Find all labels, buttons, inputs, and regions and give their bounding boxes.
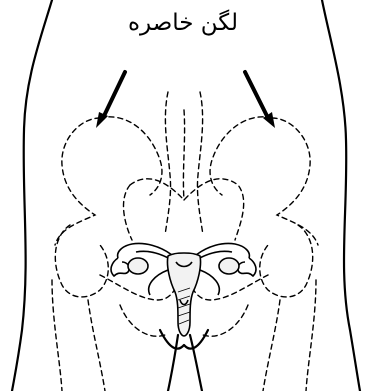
pubis-left	[100, 275, 178, 300]
hip-left	[55, 225, 108, 297]
broad-ligament-right	[200, 270, 219, 295]
femur-left	[88, 300, 105, 391]
iliac-wing-right	[272, 118, 318, 245]
obturator-left	[120, 305, 165, 336]
body-outline-left	[12, 0, 52, 391]
iliac-wing-left-upper	[100, 117, 162, 195]
hip-right	[260, 225, 313, 297]
femur-left-outer	[52, 280, 62, 391]
sacrum-mid	[183, 110, 184, 200]
ovary-left	[128, 258, 148, 274]
sacrum-right	[197, 92, 203, 235]
broad-ligament-left	[149, 270, 168, 295]
pubis-right	[190, 275, 268, 300]
pelvic-inlet-left	[124, 185, 132, 240]
uterus-body	[167, 253, 200, 336]
femur-right	[263, 300, 280, 391]
pelvic-inlet	[130, 179, 244, 240]
iliac-wing-right-upper	[210, 117, 272, 195]
body-outline-right	[322, 0, 360, 391]
ovary-right	[219, 258, 239, 274]
iliac-wing-left	[55, 118, 100, 245]
obturator-right	[203, 305, 248, 336]
femur-right-outer	[306, 280, 316, 391]
pelvis-label: لگن خاصره	[0, 8, 366, 38]
fimbriae-left	[111, 258, 129, 276]
sacrum-left	[165, 92, 171, 235]
uterus-group	[111, 243, 256, 336]
pointer-left	[96, 72, 125, 128]
fimbriae-right	[238, 258, 256, 276]
